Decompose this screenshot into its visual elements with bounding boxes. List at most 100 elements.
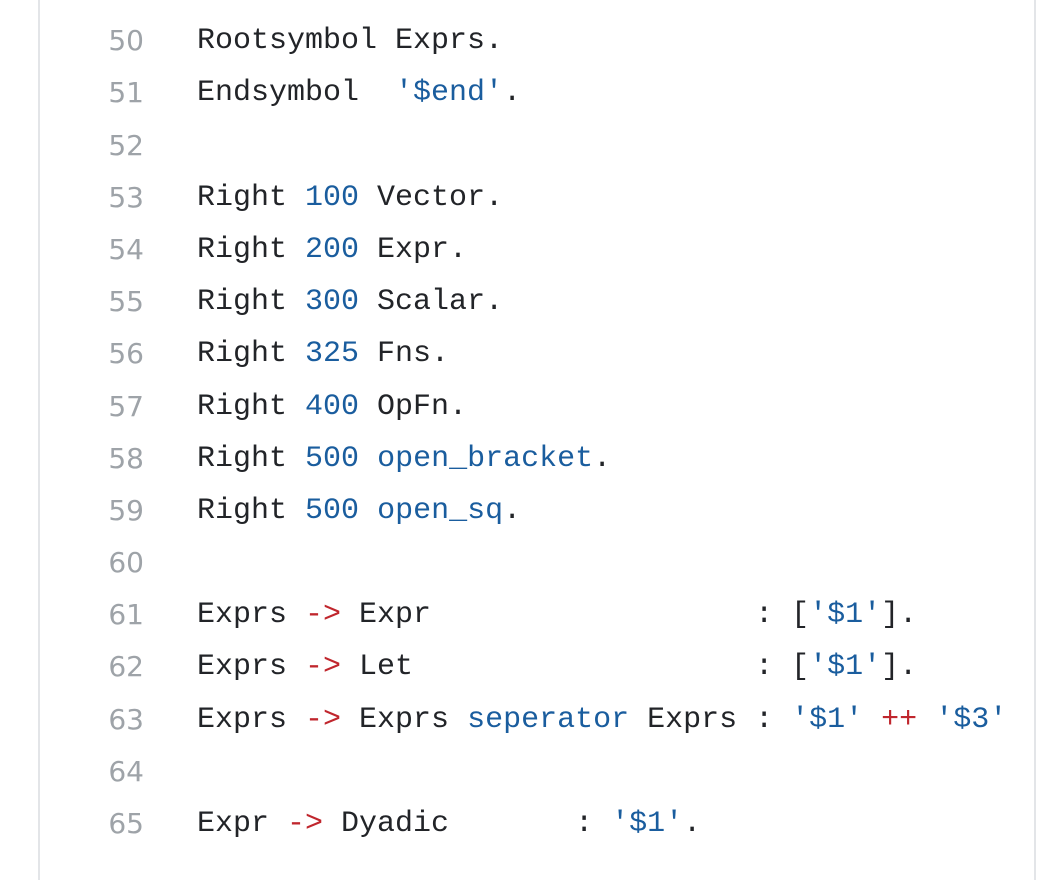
line-number: 50 bbox=[108, 24, 144, 58]
code-text: Let : [ bbox=[341, 650, 810, 685]
line-number: 51 bbox=[108, 76, 144, 110]
code-text: Right bbox=[197, 285, 306, 320]
code-line: 65 Expr -> Dyadic : '$1'. bbox=[40, 798, 1034, 850]
code-text: Expr : [ bbox=[341, 598, 810, 633]
string-literal: '$3' bbox=[935, 702, 1008, 737]
code-line: 58 Right 500 open_bracket. bbox=[40, 433, 1034, 485]
line-code: Rootsymbol Exprs. bbox=[197, 15, 503, 67]
number-literal: 325 bbox=[305, 337, 360, 372]
number-literal: 500 bbox=[305, 441, 360, 476]
code-text: Scalar. bbox=[359, 285, 504, 320]
code-line: 64 bbox=[40, 746, 1034, 798]
code-text bbox=[359, 494, 377, 528]
line-code: Right 500 open_bracket. bbox=[197, 433, 611, 485]
code-line: 59 Right 500 open_sq. bbox=[40, 485, 1034, 537]
line-number: 49 bbox=[98, 0, 144, 15]
code-line: 49 bbox=[40, 0, 1034, 15]
number-literal: 400 bbox=[305, 389, 360, 424]
number-literal: 200 bbox=[305, 232, 360, 267]
code-text: Rootsymbol Exprs. bbox=[197, 24, 504, 59]
operator-token: -> bbox=[305, 650, 342, 685]
code-line: 56 Right 325 Fns. bbox=[40, 328, 1034, 380]
line-number: 54 bbox=[108, 232, 144, 266]
code-text: Right bbox=[197, 441, 306, 476]
line-number: 63 bbox=[108, 702, 144, 736]
number-literal: 100 bbox=[305, 180, 360, 215]
line-number: 58 bbox=[108, 441, 144, 475]
code-line: 60 bbox=[40, 537, 1034, 589]
line-number: 60 bbox=[108, 546, 144, 580]
line-number: 53 bbox=[108, 180, 144, 214]
operator-token: -> bbox=[287, 807, 324, 841]
code-line: 53 Right 100 Vector. bbox=[40, 172, 1034, 224]
line-code: Exprs -> Let : ['$1']. bbox=[197, 641, 917, 693]
code-text: Vector. bbox=[359, 180, 504, 215]
code-text bbox=[917, 703, 935, 737]
line-code: Right 100 Vector. bbox=[197, 172, 503, 224]
code-text: . bbox=[593, 441, 612, 476]
code-text: Endsymbol bbox=[197, 76, 396, 111]
line-number: 55 bbox=[108, 285, 144, 319]
line-code: Expr -> Dyadic : '$1'. bbox=[197, 798, 701, 850]
atom-token: open_bracket bbox=[377, 441, 594, 476]
line-number: 56 bbox=[108, 337, 144, 371]
code-text bbox=[863, 703, 881, 737]
code-text: ]. bbox=[881, 650, 918, 685]
code-line: 50 Rootsymbol Exprs. bbox=[40, 15, 1034, 67]
line-number: 64 bbox=[108, 754, 144, 788]
line-number: 59 bbox=[108, 493, 144, 527]
line-code: Right 400 OpFn. bbox=[197, 381, 467, 433]
line-code: Exprs -> Expr : ['$1']. bbox=[197, 589, 917, 641]
code-text: Right bbox=[197, 180, 306, 215]
string-literal: '$1' bbox=[809, 598, 882, 633]
line-code: Right 200 Expr. bbox=[197, 224, 467, 276]
code-line: 57 Right 400 OpFn. bbox=[40, 381, 1034, 433]
code-text: Exprs bbox=[341, 702, 468, 737]
code-line: 62 Exprs -> Let : ['$1']. bbox=[40, 641, 1034, 693]
code-line: 54 Right 200 Expr. bbox=[40, 224, 1034, 276]
code-text: Exprs : bbox=[629, 702, 792, 737]
line-number: 61 bbox=[108, 598, 144, 632]
code-text: Exprs bbox=[197, 702, 306, 737]
operator-token: -> bbox=[305, 702, 342, 737]
line-number: 52 bbox=[108, 128, 144, 162]
line-code: Endsymbol '$end'. bbox=[197, 67, 521, 119]
code-text bbox=[359, 442, 377, 476]
string-literal: '$1' bbox=[611, 807, 684, 841]
code-text: Right bbox=[197, 493, 306, 528]
code-lines: 49 50 Rootsymbol Exprs. 51 Endsymbol '$end'.… bbox=[40, 0, 1034, 850]
code-text: Fns. bbox=[359, 337, 450, 372]
line-number: 57 bbox=[108, 389, 144, 423]
code-text: Expr bbox=[197, 807, 288, 841]
code-text: . bbox=[503, 493, 522, 528]
line-code: Exprs -> Exprs seperator Exprs : '$1' ++… bbox=[197, 694, 1007, 746]
atom-token: open_sq bbox=[377, 493, 504, 528]
code-text: ]. bbox=[881, 598, 918, 633]
string-literal: '$end' bbox=[395, 76, 504, 111]
code-text: Right bbox=[197, 337, 306, 372]
code-text: Right bbox=[197, 232, 306, 267]
code-text: . bbox=[683, 807, 702, 841]
line-code: Right 300 Scalar. bbox=[197, 276, 503, 328]
code-line: 55 Right 300 Scalar. bbox=[40, 276, 1034, 328]
line-number: 62 bbox=[108, 650, 144, 684]
line-code: Right 500 open_sq. bbox=[197, 485, 521, 537]
code-text: Expr. bbox=[359, 232, 468, 267]
line-number: 65 bbox=[108, 807, 144, 840]
code-line: 61 Exprs -> Expr : ['$1']. bbox=[40, 589, 1034, 641]
code-text: Exprs bbox=[197, 650, 306, 685]
code-viewer[interactable]: 49 50 Rootsymbol Exprs. 51 Endsymbol '$end'.… bbox=[38, 0, 1036, 880]
code-text: OpFn. bbox=[359, 389, 468, 424]
code-line: 51 Endsymbol '$end'. bbox=[40, 67, 1034, 119]
code-text: Dyadic : bbox=[323, 807, 612, 841]
code-text: Exprs bbox=[197, 598, 306, 633]
line-code: Right 325 Fns. bbox=[197, 328, 449, 380]
atom-token: seperator bbox=[467, 702, 630, 737]
code-text: Right bbox=[197, 389, 306, 424]
string-literal: '$1' bbox=[791, 702, 864, 737]
code-line: 52 bbox=[40, 120, 1034, 172]
code-text: . bbox=[503, 76, 522, 111]
string-literal: '$1' bbox=[809, 650, 882, 685]
number-literal: 300 bbox=[305, 285, 360, 320]
operator-token: -> bbox=[305, 598, 342, 633]
